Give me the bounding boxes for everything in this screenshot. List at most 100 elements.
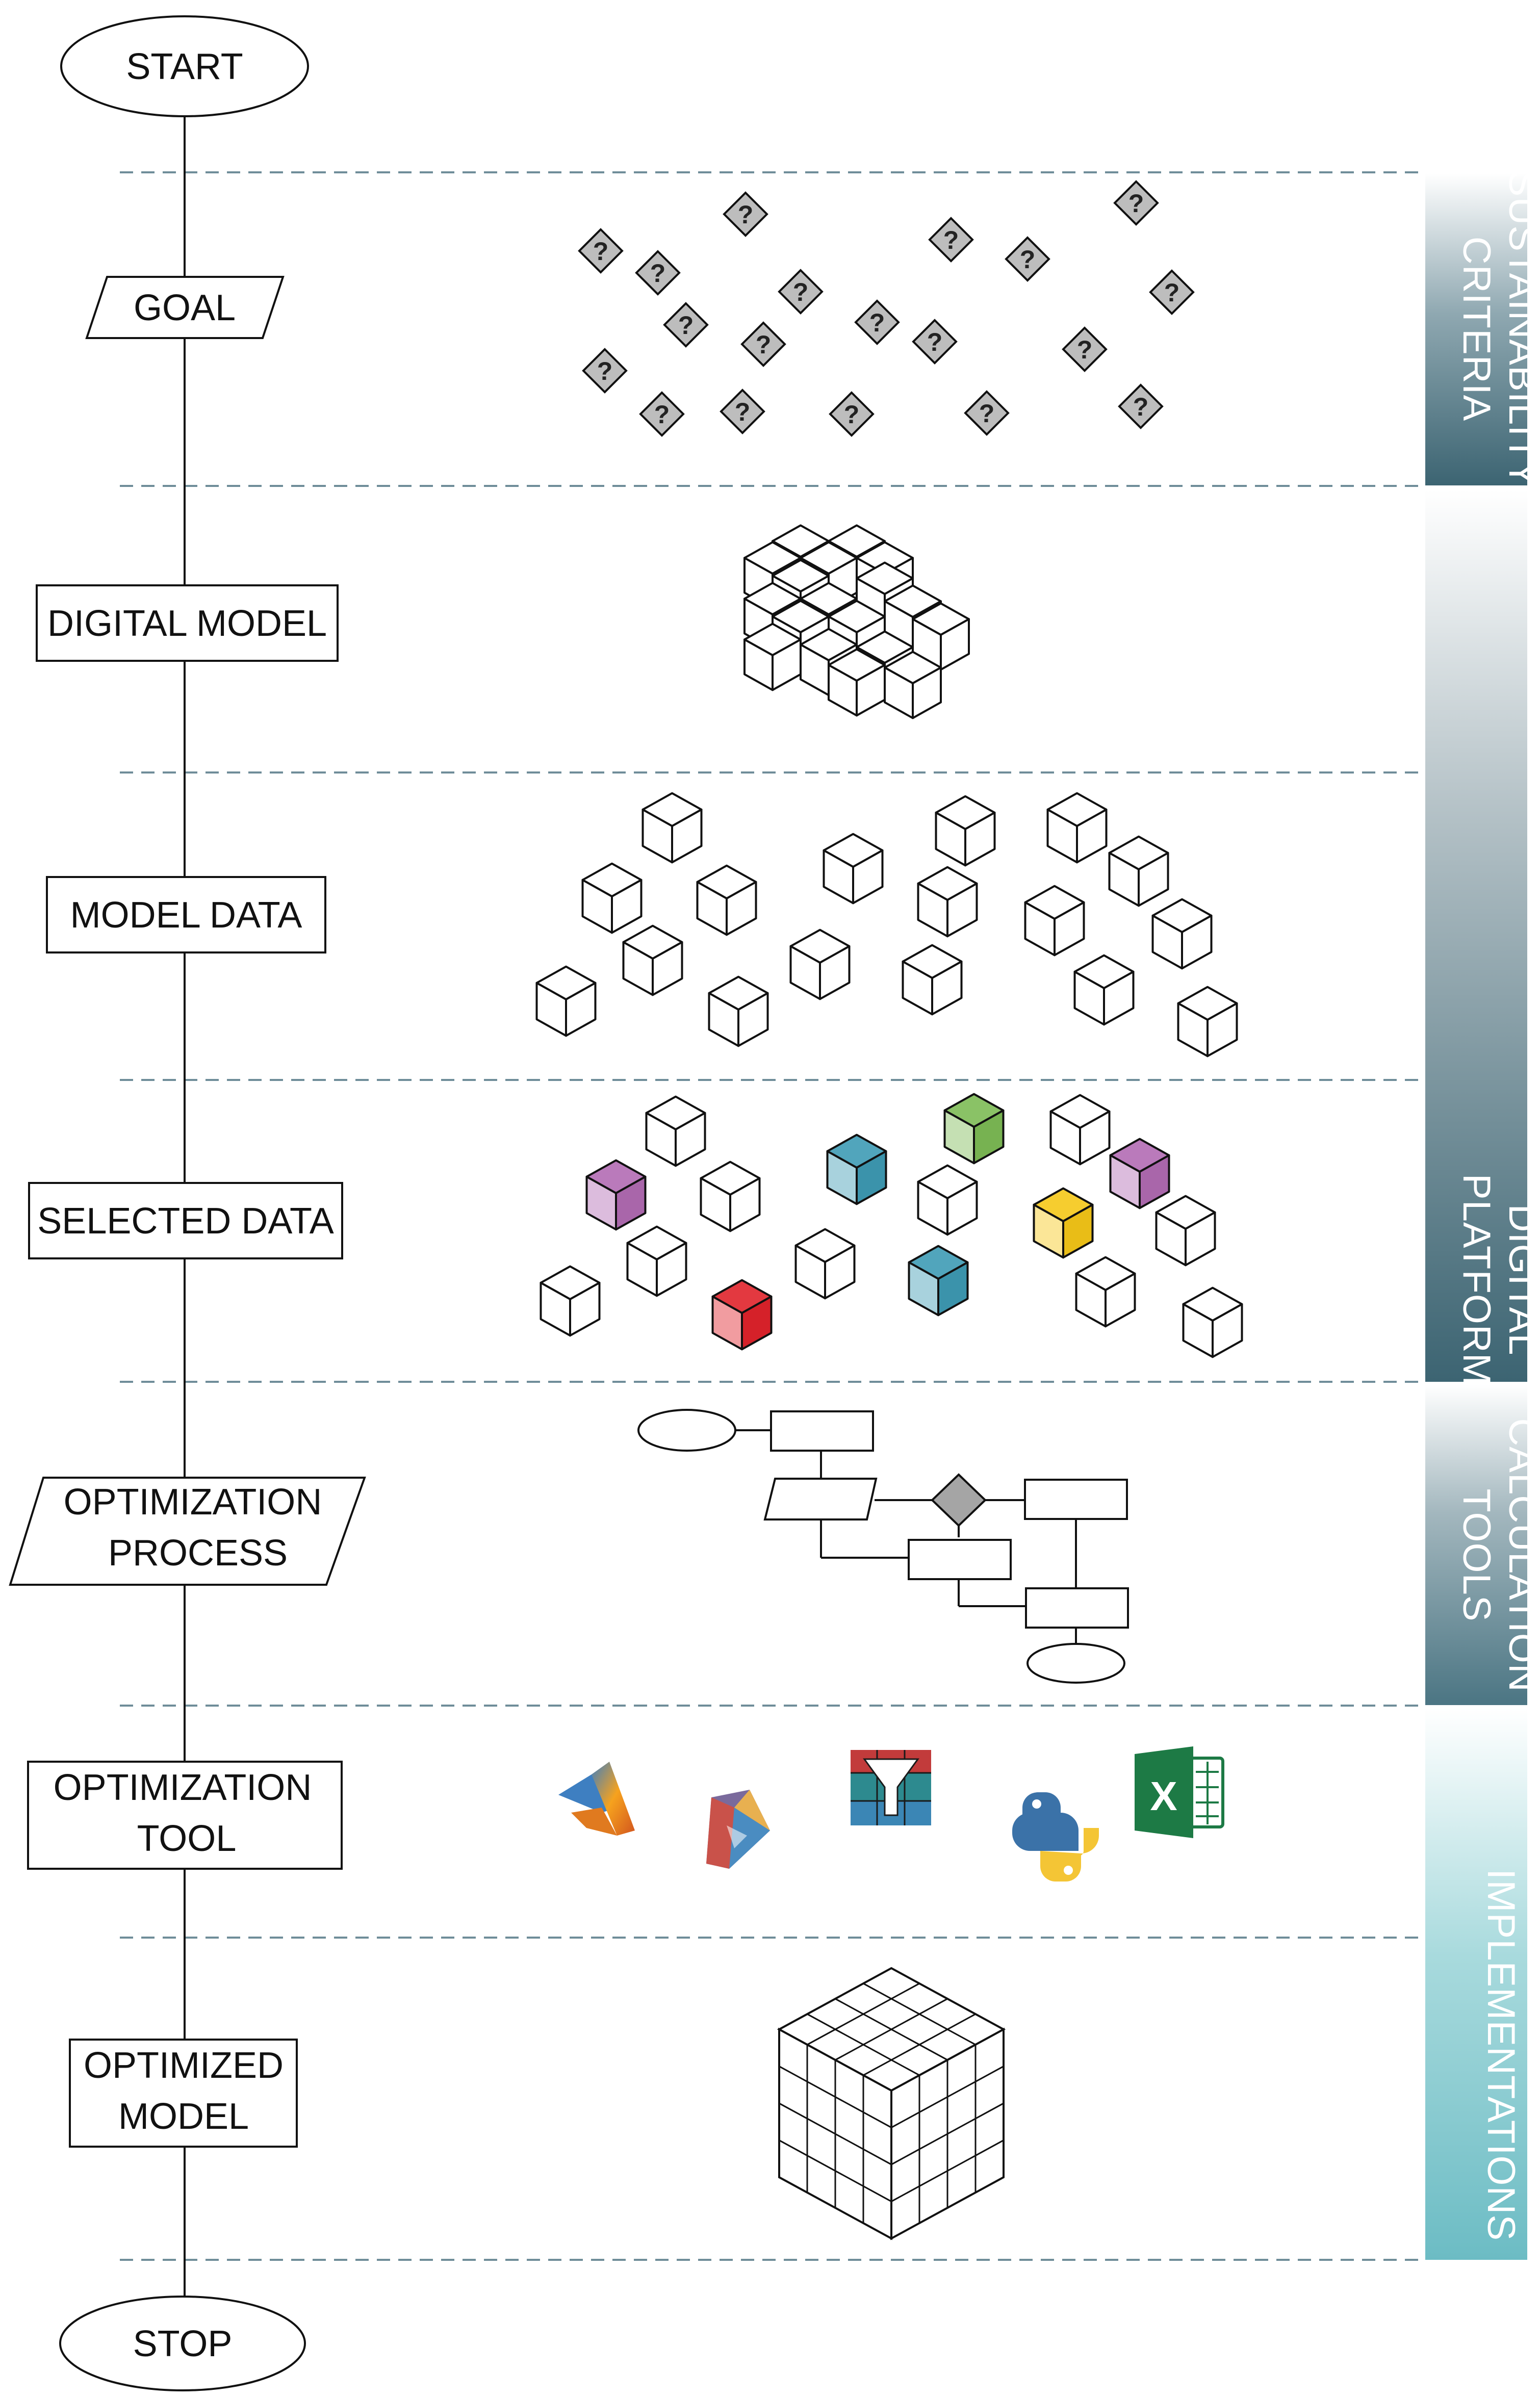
question-mark: ? — [927, 328, 943, 356]
model-data-cube — [622, 924, 683, 996]
mini-flowchart — [637, 1409, 1129, 1684]
question-mark: ? — [735, 398, 751, 426]
question-mark: ? — [1128, 189, 1144, 218]
optimization-process-label-2: PROCESS — [108, 1533, 288, 1574]
grid-line — [891, 2102, 1004, 2166]
selected-cube — [700, 1161, 761, 1232]
optimization-process-label-1: OPTIMIZATION — [64, 1482, 322, 1523]
question-diamond: ? — [1118, 383, 1164, 429]
band-implementations — [1425, 1708, 1527, 2260]
optimized-model-grid-cube — [777, 1967, 1006, 2240]
question-mark: ? — [793, 278, 809, 306]
model-data-cube — [1151, 898, 1213, 970]
mini-process-box — [770, 1410, 874, 1452]
model-data-cube — [823, 833, 884, 905]
band-sustainability — [1425, 173, 1527, 485]
question-mark: ? — [593, 237, 609, 266]
dashed-separators — [120, 171, 1423, 2261]
grid-line — [863, 2013, 976, 2076]
question-diamond: ? — [582, 348, 628, 394]
selected-cube-highlighted — [711, 1279, 773, 1351]
model-data-cube — [1024, 885, 1085, 957]
band-label-digital-2: PLATFORM — [1455, 1174, 1498, 1386]
mini-start-ellipse — [637, 1409, 736, 1452]
mini-process-box — [1024, 1479, 1128, 1520]
question-mark: ? — [1020, 245, 1036, 274]
question-diamond: ? — [639, 391, 685, 437]
selected-cube-highlighted — [908, 1245, 969, 1317]
optimization-tool-label-1: OPTIMIZATION — [54, 1767, 312, 1808]
selected-cube — [626, 1225, 687, 1297]
excel-letter: X — [1150, 1773, 1177, 1819]
selected-cube — [1075, 1256, 1136, 1328]
question-diamond: ? — [854, 299, 900, 345]
mini-io-parallelogram — [763, 1478, 878, 1520]
python-icon — [1012, 1792, 1099, 1881]
model-data-cubes — [535, 792, 1238, 1058]
dynamo-icon — [706, 1790, 770, 1869]
digital-model-stack — [743, 524, 970, 719]
start-terminal — [60, 15, 309, 117]
question-mark: ? — [678, 311, 694, 340]
selected-cube-highlighted — [1109, 1138, 1170, 1209]
model-data-cube — [696, 864, 757, 936]
question-diamond: ? — [829, 391, 875, 437]
matlab-icon — [558, 1762, 635, 1836]
filter-grid-icon — [851, 1750, 931, 1825]
question-mark: ? — [597, 357, 613, 385]
question-mark: ? — [979, 399, 995, 428]
question-mark: ? — [650, 259, 666, 288]
model-data-label: MODEL DATA — [70, 895, 302, 936]
model-data-cube — [708, 975, 769, 1047]
question-mark: ? — [756, 330, 772, 359]
selected-data-box — [28, 1182, 343, 1259]
model-data-cube — [1073, 954, 1135, 1026]
flowchart-labels: START GOAL DIGITAL MODEL MODEL DATA SELE… — [37, 46, 333, 2364]
question-diamond: ? — [928, 217, 974, 263]
flowchart — [9, 15, 366, 2391]
model-data-box — [46, 876, 326, 953]
question-mark: ? — [1077, 336, 1093, 364]
band-label-digital-1: DIGITAL — [1501, 1204, 1540, 1356]
selected-data-cubes — [540, 1093, 1243, 1358]
question-diamond: ? — [1113, 180, 1159, 226]
band-calculation-tools — [1425, 1385, 1527, 1705]
optimization-tool-box — [27, 1761, 343, 1870]
selected-cube — [645, 1095, 706, 1167]
model-data-cube — [535, 965, 597, 1037]
optimized-model-label-2: MODEL — [118, 2096, 249, 2137]
model-data-cube — [581, 862, 643, 934]
optimized-model-box — [69, 2039, 298, 2148]
question-diamond: ? — [1062, 326, 1108, 372]
selected-data-label: SELECTED DATA — [37, 1201, 333, 1242]
band-label-calculation-1: CALCULATION — [1501, 1418, 1540, 1692]
digital-model-label: DIGITAL MODEL — [47, 603, 327, 644]
excel-icon: X — [1135, 1746, 1224, 1838]
stop-label: STOP — [133, 2324, 233, 2364]
stack-block — [743, 623, 802, 691]
start-label: START — [126, 46, 243, 87]
selected-cube-highlighted — [943, 1093, 1005, 1165]
question-diamond: ? — [720, 389, 765, 434]
model-data-cube — [1108, 835, 1169, 907]
mini-process-box — [1025, 1587, 1129, 1629]
question-mark: ? — [869, 308, 885, 337]
selected-cube — [1049, 1094, 1111, 1166]
band-digital-platform — [1425, 489, 1527, 1382]
model-data-cube — [917, 866, 978, 938]
selected-cube-highlighted — [1033, 1187, 1094, 1259]
question-diamond: ? — [964, 390, 1010, 436]
mini-decision-diamond — [931, 1473, 987, 1527]
goal-parallelogram — [85, 276, 285, 339]
question-mark: ? — [654, 400, 670, 429]
model-data-cube — [902, 944, 963, 1016]
selected-cube — [540, 1265, 601, 1337]
mini-process-box — [908, 1539, 1012, 1580]
selected-cube — [1182, 1286, 1243, 1358]
grid-line — [835, 1998, 948, 2061]
optimized-model-label-1: OPTIMIZED — [84, 2045, 284, 2086]
selected-cube — [1155, 1195, 1216, 1267]
question-diamond: ? — [635, 250, 681, 296]
question-diamond: ? — [578, 228, 624, 274]
